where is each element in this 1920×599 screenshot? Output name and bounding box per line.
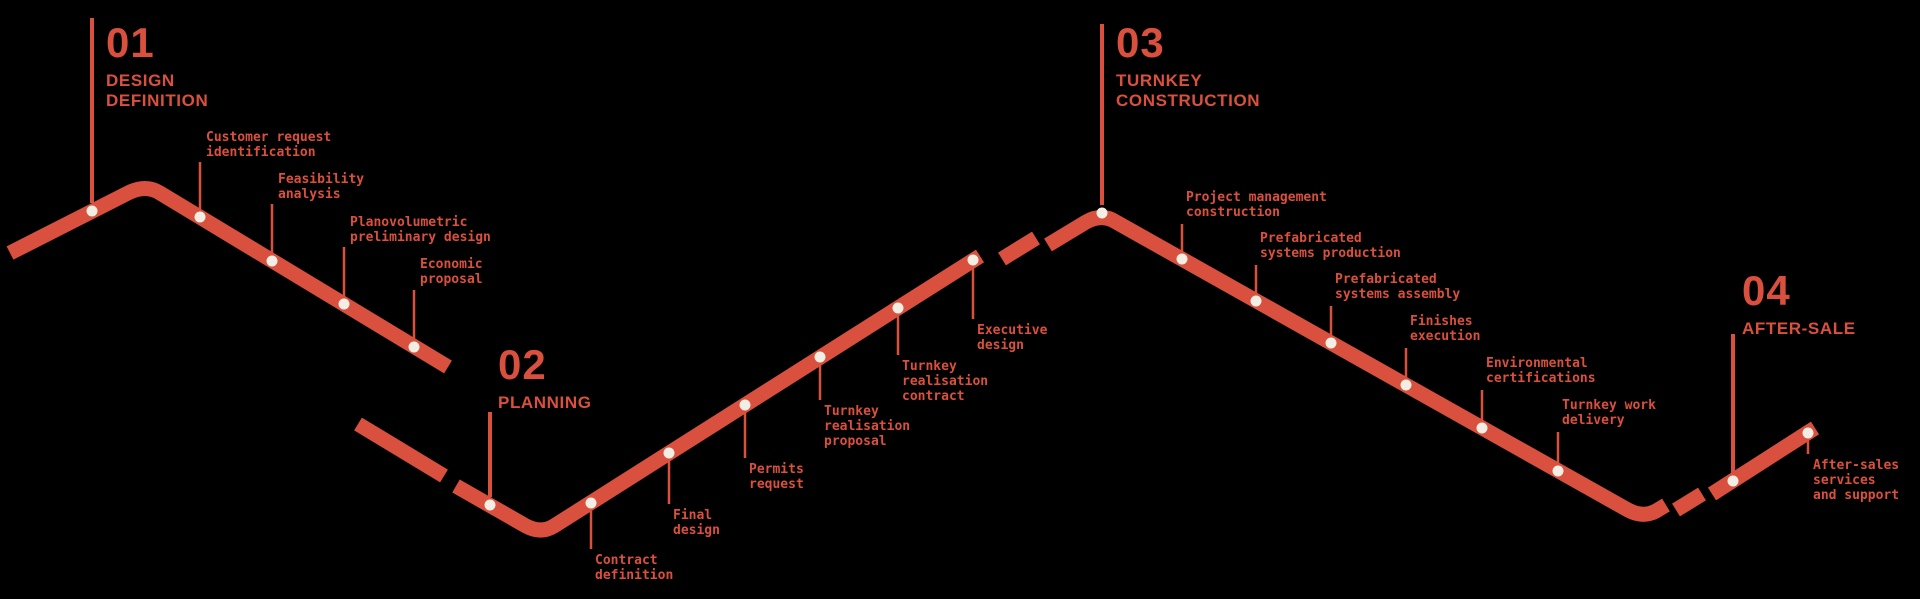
milestone-label: Turnkey realisation proposal bbox=[824, 404, 911, 449]
phase-title: PLANNING bbox=[498, 393, 592, 412]
milestone-label: Customer request identification bbox=[206, 130, 332, 160]
milestone-label: Contract definition bbox=[595, 553, 674, 583]
milestone-label: Prefabricated systems assembly bbox=[1335, 272, 1461, 302]
phase-title: DESIGN DEFINITION bbox=[106, 71, 209, 111]
milestone-dot bbox=[194, 211, 206, 223]
milestone-dot bbox=[1476, 422, 1488, 434]
milestone-label: Feasibility analysis bbox=[278, 172, 365, 202]
milestone-label: Turnkey work delivery bbox=[1562, 398, 1656, 428]
timeline-segment-phase3 bbox=[1044, 210, 1670, 522]
milestone-dot bbox=[1552, 465, 1564, 477]
milestone-label: Turnkey realisation contract bbox=[902, 359, 989, 404]
milestone-label: After-sales services and support bbox=[1813, 458, 1900, 503]
milestone-dot bbox=[739, 399, 751, 411]
phase-header-turnkey-construction: 03 TURNKEY CONSTRUCTION bbox=[1116, 22, 1260, 111]
phase-title: AFTER-SALE bbox=[1742, 319, 1856, 338]
phase-anchor-dot bbox=[484, 499, 496, 511]
milestone-dot bbox=[663, 447, 675, 459]
milestone-dot bbox=[892, 302, 904, 314]
milestone-label: Prefabricated systems production bbox=[1260, 231, 1401, 261]
milestone-dot bbox=[1400, 379, 1412, 391]
phase-number: 04 bbox=[1742, 267, 1791, 314]
milestone-label: Final design bbox=[673, 508, 720, 538]
timeline-break-stub-3 bbox=[1672, 487, 1706, 517]
milestone-dot bbox=[338, 298, 350, 310]
phase-title: TURNKEY CONSTRUCTION bbox=[1116, 71, 1261, 111]
milestone-dot bbox=[1802, 427, 1814, 439]
phase-anchor-dot bbox=[1727, 475, 1739, 487]
phase-header-after-sale: 04 AFTER-SALE bbox=[1742, 270, 1856, 339]
phase-anchor-dot bbox=[86, 205, 98, 217]
milestone-dot bbox=[585, 497, 597, 509]
phase-anchor-dot bbox=[1096, 207, 1108, 219]
timeline-break-stub-2 bbox=[998, 231, 1040, 266]
milestone-label: Project management construction bbox=[1186, 190, 1327, 220]
milestone-dot bbox=[1250, 295, 1262, 307]
milestone-label: Economic proposal bbox=[420, 257, 483, 287]
timeline-break-stub-1 bbox=[354, 417, 448, 483]
timeline-segment-phase2 bbox=[452, 249, 985, 538]
milestone-dot bbox=[408, 341, 420, 353]
phase-header-planning: 02 PLANNING bbox=[498, 344, 592, 413]
milestone-label: Executive design bbox=[977, 323, 1048, 353]
phase-number: 02 bbox=[498, 341, 547, 388]
milestone-dot bbox=[266, 255, 278, 267]
milestone-label: Permits request bbox=[749, 462, 804, 492]
phase-number: 01 bbox=[106, 19, 155, 66]
phase-header-design-definition: 01 DESIGN DEFINITION bbox=[106, 22, 208, 111]
milestone-dot bbox=[1176, 253, 1188, 265]
milestone-label: Planovolumetric preliminary design bbox=[350, 215, 491, 245]
milestone-dot bbox=[1325, 337, 1337, 349]
milestone-dot bbox=[967, 254, 979, 266]
timeline-segment-phase1 bbox=[6, 181, 452, 374]
milestone-dot bbox=[814, 351, 826, 363]
phase-number: 03 bbox=[1116, 19, 1165, 66]
timeline-segment-phase4 bbox=[1707, 421, 1820, 501]
milestone-label: Finishes execution bbox=[1410, 314, 1481, 344]
milestone-label: Environmental certifications bbox=[1486, 356, 1596, 386]
